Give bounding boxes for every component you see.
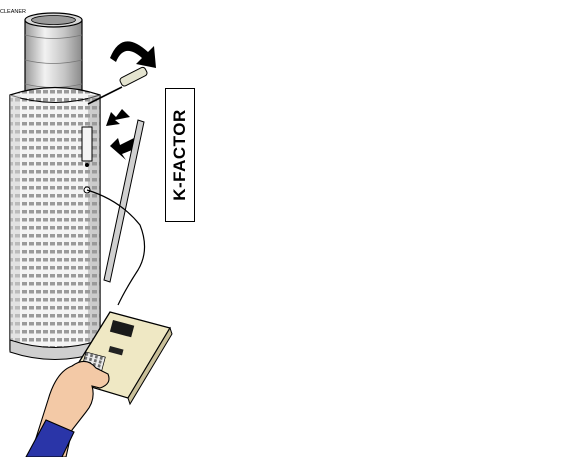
slide-arrow-icon: CLEANER K-FACTOR const data = JSON.parse… xyxy=(0,0,195,222)
leader-line: CLEANER K-FACTOR const data = JSON.parse… xyxy=(0,0,195,222)
cleaner-bottle-icon: CLEANER xyxy=(0,0,26,17)
push-arrow-icon xyxy=(110,138,137,160)
intake-pipe xyxy=(24,12,83,99)
screwdriver-icon xyxy=(87,66,148,105)
removed-strip xyxy=(103,119,145,283)
cleaner-label: CLEANER xyxy=(0,9,26,15)
grille-cylinder xyxy=(9,86,101,360)
vacuum-hose: CLEANER K-FACTOR const data = JSON.parse… xyxy=(0,0,195,222)
right-arrow-icon: CLEANER K-FACTOR const data = JSON.parse… xyxy=(0,0,195,222)
k-factor-label-box: K-FACTOR xyxy=(165,88,195,222)
rotate-arrow-icon xyxy=(110,41,156,68)
k-factor-label: K-FACTOR xyxy=(170,109,189,201)
probe-cable xyxy=(86,189,146,306)
left-hand xyxy=(25,360,110,457)
pull-arrow-icon xyxy=(106,109,130,126)
